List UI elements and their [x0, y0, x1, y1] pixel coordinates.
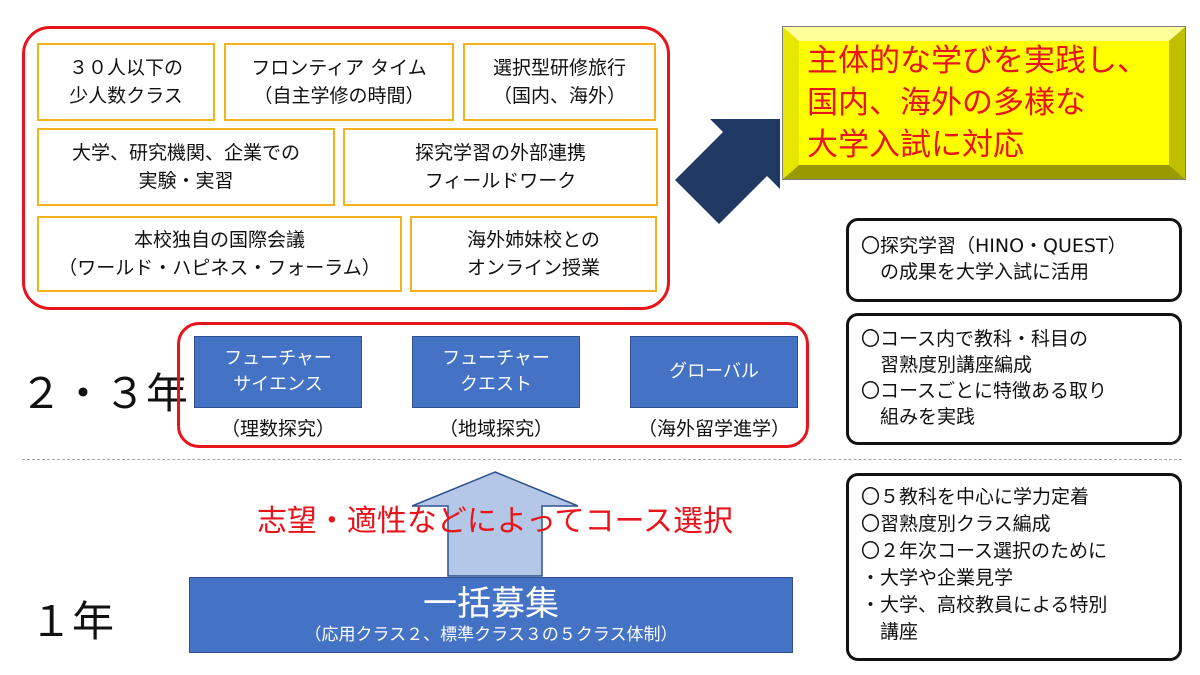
note-line: 習熟度別講座編成: [861, 354, 1033, 376]
feature-frontier-time: フロンティア タイム （自主学修の時間）: [224, 43, 454, 121]
selection-text: 志望・適性などによってコース選択: [256, 504, 734, 539]
courses-frame: [177, 322, 809, 448]
note-line: 〇５教科を中心に学力定着: [861, 486, 1090, 508]
course-name-line: フューチャー: [442, 348, 550, 369]
feature-line: ３０人以下の: [68, 57, 183, 79]
course-name-line: サイエンス: [233, 374, 323, 395]
feature-training-trip: 選択型研修旅行 （国内、海外）: [463, 43, 656, 121]
goal-line: 主体的な学びを実践し、: [807, 43, 1148, 79]
feature-line: 実験・実習: [138, 170, 234, 192]
feature-line: 大学、研究機関、企業での: [71, 142, 300, 164]
course-future-science: フューチャー サイエンス: [194, 336, 362, 408]
course-focus: （地域探究）: [438, 418, 553, 440]
note-line: 講座: [861, 621, 919, 643]
course-global: グローバル: [630, 336, 798, 408]
upward-arrow-icon: [411, 471, 579, 577]
note-first-year: 〇５教科を中心に学力定着 〇習熟度別クラス編成 〇２年次コース選択のために ・大…: [846, 473, 1182, 661]
note-line: ・大学、高校教員による特別: [861, 594, 1108, 616]
note-line: 組みを実践: [861, 406, 976, 428]
feature-line: （ワールド・ハピネス・フォーラム）: [58, 257, 381, 279]
goal-text: 主体的な学びを実践し、 国内、海外の多様な 大学入試に対応: [807, 40, 1148, 166]
year-label-first: １年: [30, 597, 115, 646]
course-name-line: フューチャー: [224, 348, 332, 369]
note-line: 〇探究学習（HINO・QUEST）: [861, 235, 1127, 257]
feature-experiments: 大学、研究機関、企業での 実験・実習: [37, 128, 335, 206]
feature-line: 選択型研修旅行: [492, 57, 626, 79]
goal-line: 大学入試に対応: [807, 127, 1024, 163]
course-future-quest: フューチャー クエスト: [412, 336, 580, 408]
goal-bevel: [783, 27, 1185, 179]
enrollment-title: 一括募集: [423, 584, 559, 624]
note-line: ・大学や企業見学: [861, 567, 1014, 589]
course-focus: （理数探究）: [220, 418, 335, 440]
feature-line: 海外姉妹校との: [467, 229, 600, 251]
course-focus: （海外留学進学）: [637, 418, 790, 440]
note-line: の成果を大学入試に活用: [861, 261, 1090, 283]
year-label-upper: ２・３年: [20, 369, 189, 418]
feature-line: 少人数クラス: [69, 85, 183, 107]
enrollment-box: 一括募集 （応用クラス２、標準クラス３の５クラス体制）: [189, 577, 793, 653]
goal-line: 国内、海外の多様な: [807, 85, 1086, 121]
feature-small-class: ３０人以下の 少人数クラス: [37, 43, 215, 121]
feature-line: オンライン授業: [466, 257, 600, 279]
feature-intl-conference: 本校独自の国際会議 （ワールド・ハピネス・フォーラム）: [37, 216, 402, 292]
year-divider: [22, 459, 1182, 460]
feature-line: 本校独自の国際会議: [133, 229, 305, 251]
feature-sister-school: 海外姉妹校との オンライン授業: [410, 216, 657, 292]
note-upper-years: 〇コース内で教科・科目の 習熟度別講座編成 〇コースごとに特徴ある取り 組みを実…: [846, 313, 1182, 445]
note-inquiry: 〇探究学習（HINO・QUEST） の成果を大学入試に活用: [846, 218, 1182, 302]
note-line: 〇２年次コース選択のために: [861, 540, 1108, 562]
goal-box: 主体的な学びを実践し、 国内、海外の多様な 大学入試に対応: [782, 26, 1186, 180]
course-name-line: グローバル: [669, 361, 759, 382]
feature-line: （国内、海外）: [492, 85, 626, 107]
feature-line: （自主学修の時間）: [253, 85, 425, 107]
feature-line: フィールドワーク: [424, 170, 577, 192]
note-line: 〇コース内で教科・科目の: [861, 328, 1089, 350]
enrollment-detail: （応用クラス２、標準クラス３の５クラス体制）: [304, 625, 678, 645]
feature-line: 探究学習の外部連携: [414, 142, 586, 164]
note-line: 〇習熟度別クラス編成: [861, 513, 1051, 535]
feature-line: フロンティア タイム: [251, 57, 427, 79]
feature-inquiry-fieldwork: 探究学習の外部連携 フィールドワーク: [343, 128, 658, 206]
course-name-line: クエスト: [460, 374, 532, 395]
features-frame: [22, 26, 670, 310]
note-line: 〇コースごとに特徴ある取り: [861, 380, 1108, 402]
arrow-to-goal-icon: [675, 119, 780, 224]
